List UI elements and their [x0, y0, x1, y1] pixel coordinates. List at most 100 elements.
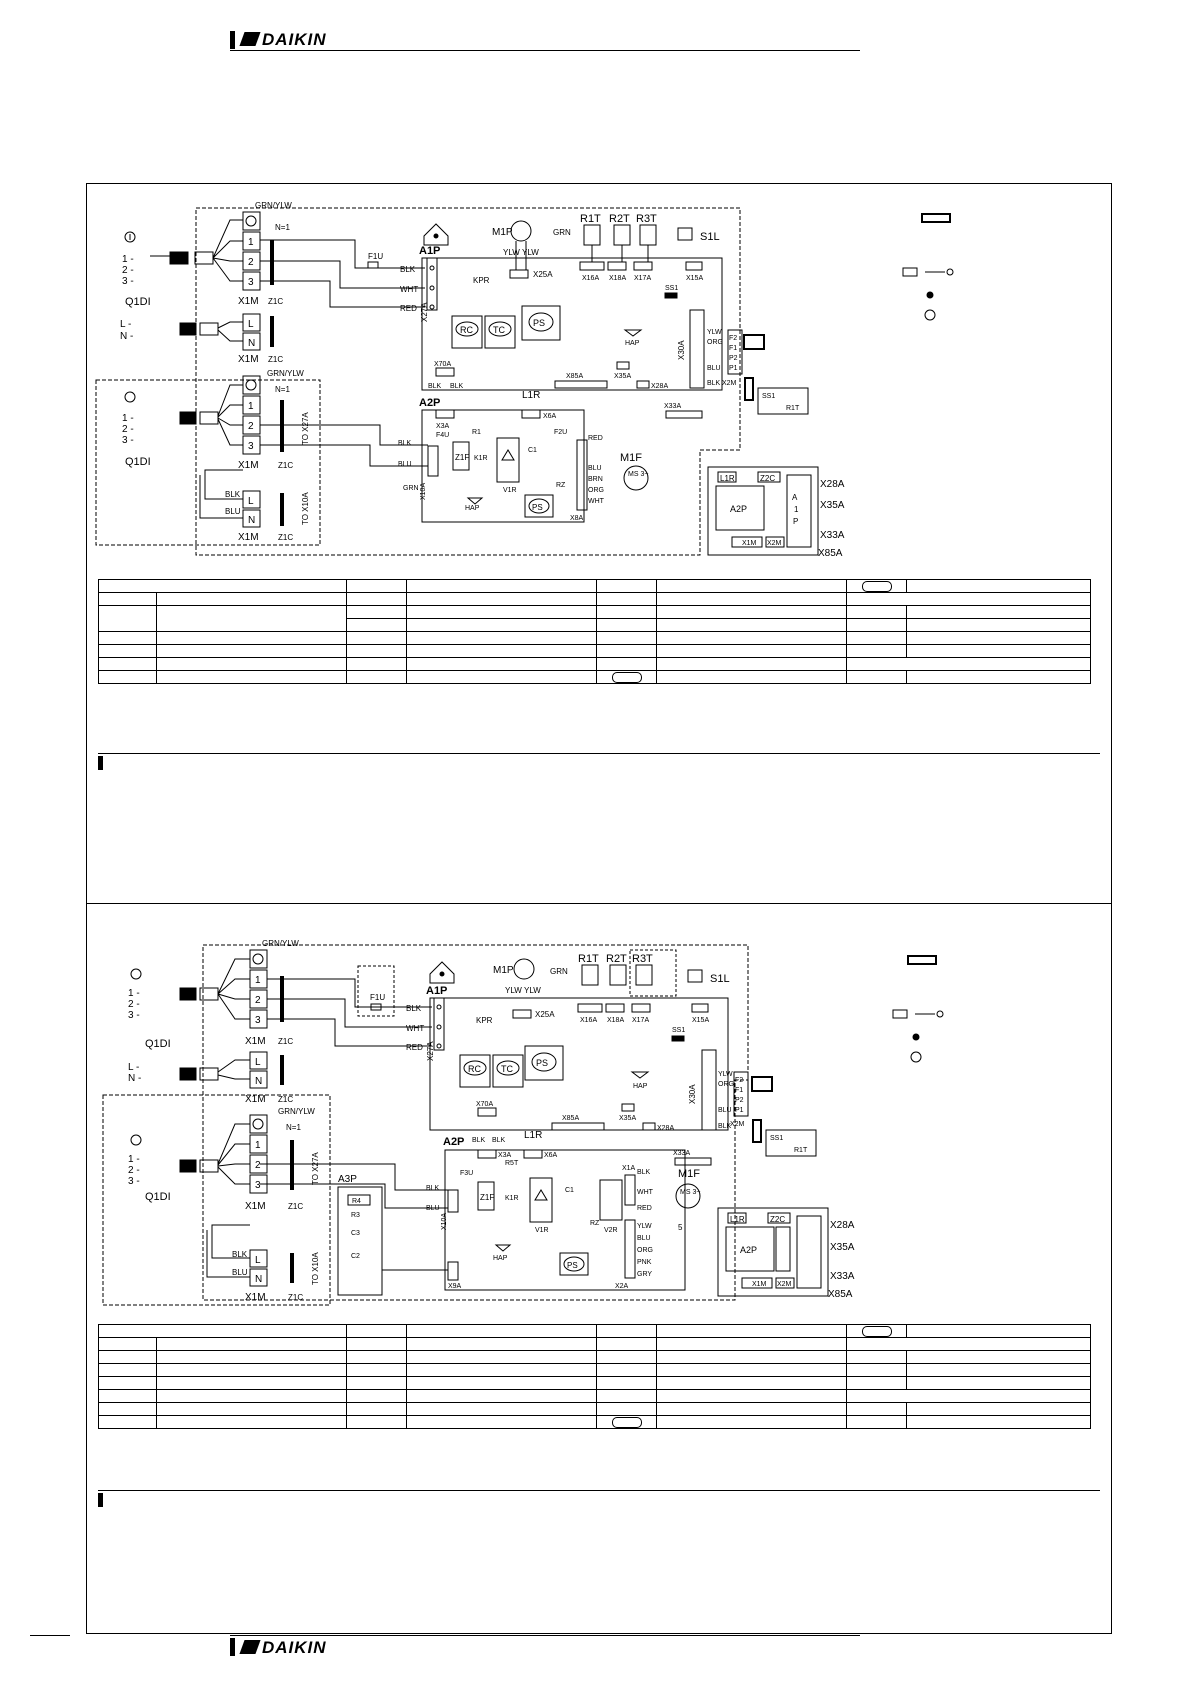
svg-text:Q1DI: Q1DI [125, 296, 151, 308]
svg-text:PS: PS [533, 318, 545, 328]
svg-text:BLU: BLU [232, 1268, 248, 1277]
svg-text:L1R: L1R [524, 1130, 542, 1141]
svg-text:3: 3 [248, 277, 254, 288]
svg-text:X2M: X2M [722, 380, 737, 387]
svg-text:MS 3~: MS 3~ [680, 1189, 700, 1196]
svg-text:X16A: X16A [580, 1017, 597, 1024]
svg-text:X2M: X2M [777, 1281, 792, 1288]
svg-text:Q1DI: Q1DI [125, 456, 151, 468]
svg-text:X3A: X3A [498, 1152, 512, 1159]
svg-text:2: 2 [248, 257, 254, 268]
page-footer: DAIKIN [230, 1635, 860, 1658]
svg-text:BLK: BLK [492, 1137, 506, 1144]
legend-pill-bottom-1 [861, 1325, 892, 1337]
svg-text:2: 2 [255, 1160, 261, 1171]
wiring-diagram-bottom: 1 2 3 GRN/YLW X1M Z1C 1 - 2 - 3 - Q1DI L… [102, 939, 944, 1306]
thermistors-top: R1T R2T R3T X16A X18A X17A [579, 213, 657, 282]
svg-text:L1R: L1R [720, 474, 735, 483]
svg-text:BLU: BLU [398, 461, 412, 468]
svg-text:N: N [255, 1274, 262, 1285]
svg-text:X1M: X1M [245, 1292, 266, 1303]
svg-text:R3T: R3T [632, 953, 653, 965]
svg-text:X28A: X28A [820, 479, 845, 490]
svg-text:PS: PS [567, 1261, 578, 1270]
svg-text:RED: RED [588, 435, 603, 442]
svg-text:2: 2 [255, 995, 261, 1006]
daikin-logo-mark-icon [239, 1640, 261, 1654]
svg-text:X6A: X6A [543, 413, 557, 420]
svg-text:BLK: BLK [428, 383, 442, 390]
svg-text:X33A: X33A [820, 530, 845, 541]
svg-text:TC: TC [493, 325, 505, 335]
svg-text:BRN: BRN [588, 476, 603, 483]
svg-text:X25A: X25A [533, 270, 553, 279]
svg-text:X1M: X1M [238, 354, 259, 365]
svg-text:TC: TC [501, 1064, 513, 1074]
svg-text:A1P: A1P [419, 245, 440, 257]
svg-text:X70A: X70A [476, 1101, 493, 1108]
svg-text:X16A: X16A [582, 275, 599, 282]
svg-text:GRN: GRN [553, 228, 571, 237]
svg-text:ORG: ORG [637, 1247, 653, 1254]
svg-text:2 -: 2 - [122, 424, 134, 435]
svg-text:X25A: X25A [535, 1010, 555, 1019]
svg-text:F4U: F4U [436, 432, 449, 439]
svg-text:MS 3~: MS 3~ [628, 471, 648, 478]
svg-text:GRY: GRY [637, 1271, 652, 1278]
svg-text:BLU: BLU [637, 1235, 651, 1242]
svg-text:1 -: 1 - [128, 988, 140, 999]
svg-text:YLW: YLW [707, 329, 722, 336]
svg-text:YLW: YLW [637, 1223, 652, 1230]
svg-text:RC: RC [460, 325, 473, 335]
svg-text:X15A: X15A [686, 275, 703, 282]
svg-text:Z1C: Z1C [268, 297, 283, 306]
svg-text:X35A: X35A [820, 500, 845, 511]
svg-text:P1: P1 [735, 1107, 744, 1114]
svg-text:X2M: X2M [730, 1121, 745, 1128]
svg-text:X1M: X1M [752, 1281, 767, 1288]
footer-left-rule [30, 1635, 70, 1636]
svg-text:ORG: ORG [718, 1081, 734, 1088]
notes-marker-bottom [98, 1493, 103, 1507]
svg-text:1 -: 1 - [122, 413, 134, 424]
svg-text:X2A: X2A [615, 1283, 629, 1290]
svg-text:1 -: 1 - [128, 1154, 140, 1165]
svg-text:X85A: X85A [562, 1115, 579, 1122]
svg-text:ORG: ORG [707, 339, 723, 346]
svg-text:Z1C: Z1C [288, 1293, 303, 1302]
svg-text:TO X10A: TO X10A [301, 492, 310, 525]
svg-text:BLK: BLK [707, 380, 721, 387]
svg-text:SS1: SS1 [665, 285, 678, 292]
svg-text:Z1F: Z1F [455, 453, 469, 462]
svg-text:2 -: 2 - [128, 1165, 140, 1176]
svg-text:X28A: X28A [657, 1125, 674, 1132]
svg-text:WHT: WHT [406, 1024, 424, 1033]
svg-text:BLK: BLK [718, 1123, 732, 1130]
svg-text:L: L [248, 319, 254, 330]
svg-text:X3A: X3A [436, 423, 450, 430]
svg-text:2: 2 [248, 421, 254, 432]
svg-text:BLU: BLU [588, 465, 602, 472]
svg-text:C2: C2 [351, 1253, 360, 1260]
svg-text:X35A: X35A [614, 373, 631, 380]
svg-text:BLK: BLK [225, 490, 241, 499]
svg-text:PNK: PNK [637, 1259, 652, 1266]
svg-text:2 -: 2 - [128, 999, 140, 1010]
svg-text:Z1C: Z1C [278, 461, 293, 470]
svg-text:X28A: X28A [651, 383, 668, 390]
svg-text:X27A: X27A [420, 302, 429, 322]
svg-text:R1T: R1T [578, 953, 599, 965]
svg-text:R1T: R1T [580, 213, 601, 225]
svg-text:X33A: X33A [830, 1271, 855, 1282]
svg-text:X33A: X33A [673, 1150, 690, 1157]
svg-text:N -: N - [120, 331, 133, 342]
svg-text:F3U: F3U [460, 1170, 473, 1177]
svg-text:N: N [248, 515, 255, 526]
svg-text:3 -: 3 - [128, 1176, 140, 1187]
svg-text:N=1: N=1 [275, 223, 290, 232]
svg-text:L -: L - [120, 319, 131, 330]
svg-text:A2P: A2P [419, 397, 440, 409]
svg-text:F2: F2 [735, 1077, 743, 1084]
svg-text:X30A: X30A [677, 340, 686, 360]
notes-marker-top [98, 756, 103, 770]
